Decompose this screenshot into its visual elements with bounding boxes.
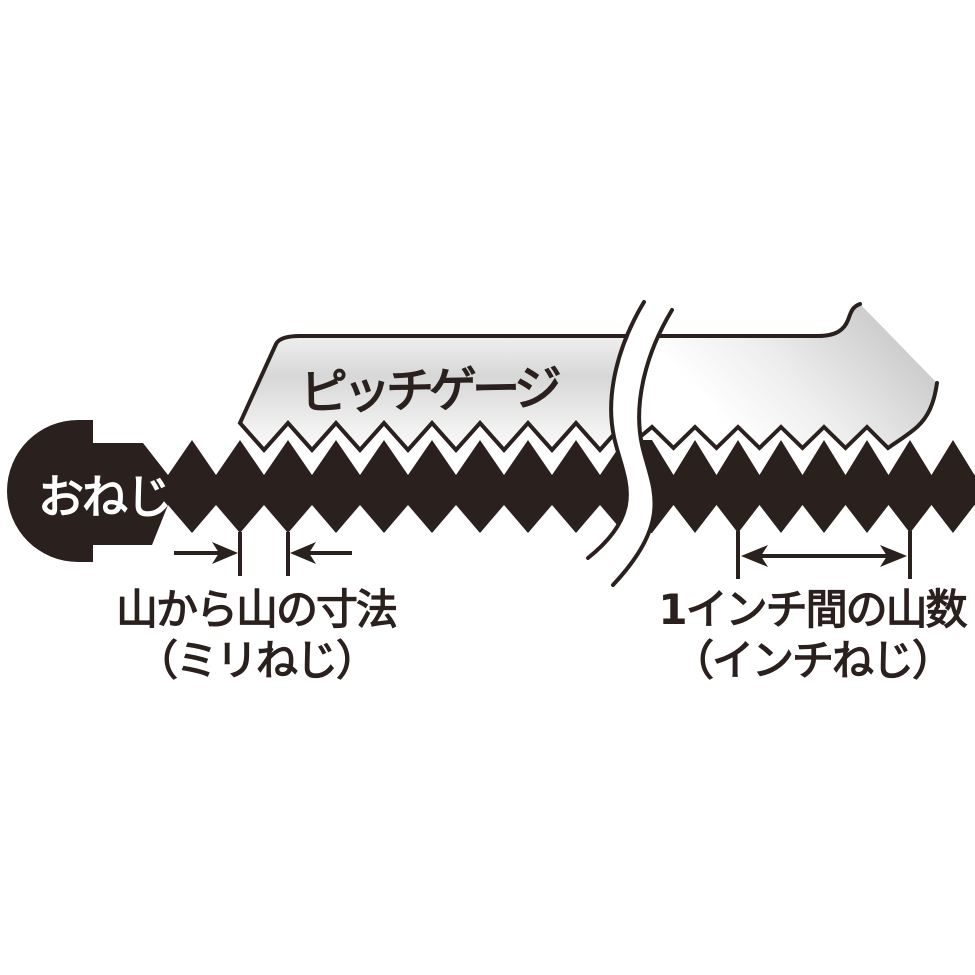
break-mark-line-right: [611, 308, 674, 587]
break-mark-band: [588, 302, 672, 585]
screw-thread-left: [93, 440, 641, 545]
pitch-gauge-left: [237, 334, 643, 454]
metric-caption-line1: 山から山の寸法: [115, 585, 398, 634]
inch-caption-line1: 1インチ間の山数: [658, 585, 967, 634]
screw-label: おねじ: [38, 470, 172, 524]
metric-caption-line2: （ミリねじ）: [135, 636, 378, 685]
pitch-gauge-label: ピッチゲージ: [299, 360, 558, 421]
pitch-gauge-right-top-edge: [638, 302, 862, 338]
inch-arrowhead-left-icon: [741, 545, 768, 567]
metric-arrowhead-right-icon: [290, 542, 316, 564]
screw-thread-right: [630, 440, 975, 533]
screw-head: [7, 420, 93, 562]
inch-arrowhead-right-icon: [880, 545, 907, 567]
break-mark-line-left: [586, 300, 646, 560]
metric-caption: 山から山の寸法 （ミリねじ）: [96, 584, 416, 686]
pitch-gauge-right-teeth-edge: [638, 381, 939, 451]
inch-caption: 1インチ間の山数 （インチねじ）: [652, 584, 972, 686]
pitch-gauge-right: [640, 304, 937, 448]
metric-arrowhead-left-icon: [212, 542, 238, 564]
inch-caption-line2: （インチねじ）: [671, 636, 954, 685]
